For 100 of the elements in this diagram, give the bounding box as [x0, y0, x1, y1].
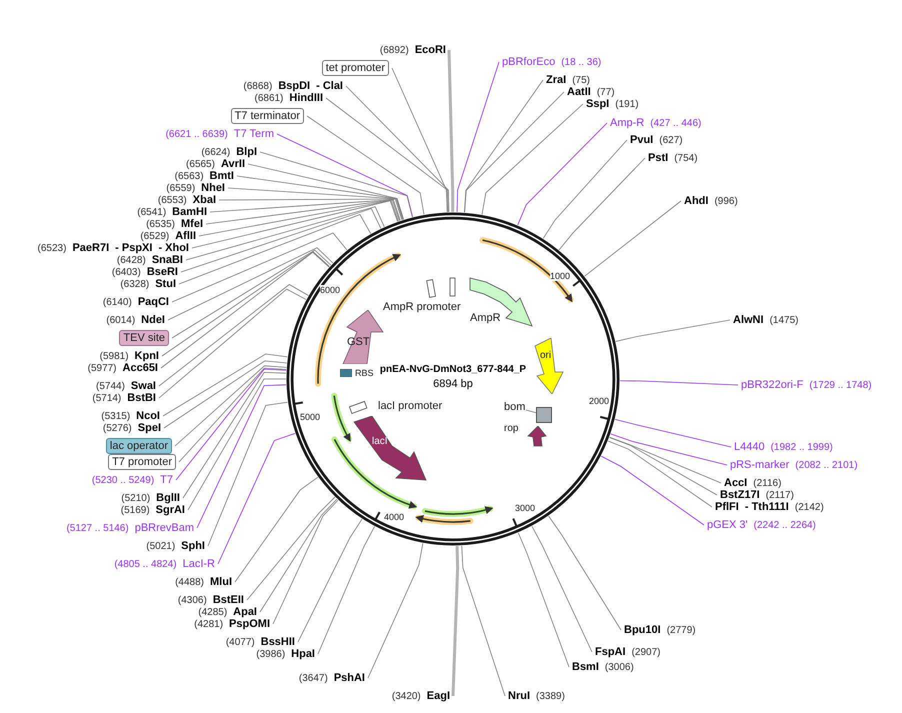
- leader-line: [532, 526, 592, 652]
- primer-range: (5230 .. 5249): [92, 474, 154, 488]
- cut-position: (754): [674, 152, 698, 166]
- primer-name: pBR322ori-F: [741, 378, 804, 393]
- leader-line: [600, 456, 704, 526]
- leader-line: [186, 206, 385, 260]
- enzyme-name: SphI: [181, 539, 205, 554]
- enzyme-name: PvuI: [630, 133, 654, 148]
- leader-line: [158, 284, 309, 386]
- leader-line: [234, 476, 318, 582]
- leader-line: [236, 176, 404, 220]
- primer-name: pBRforEco: [502, 55, 556, 70]
- cut-position: (6868): [243, 80, 272, 94]
- leader-line: [452, 546, 460, 696]
- leader-line: [518, 532, 570, 668]
- enzyme-name: AhdI: [684, 194, 708, 209]
- enzyme-name: - ClaI: [316, 79, 343, 93]
- leader-line: [368, 542, 424, 678]
- tick-label: 4000: [384, 512, 404, 522]
- leader-line: [614, 419, 732, 448]
- cut-position: (5021): [146, 540, 176, 554]
- leader-line: [456, 62, 500, 212]
- cut-position: (6565): [186, 158, 215, 171]
- cut-position: (5977): [88, 362, 117, 376]
- feature-callout: TEV site: [119, 330, 169, 346]
- leader-line: [558, 158, 646, 250]
- tick-label: 6000: [320, 285, 340, 295]
- feature-callout: tet promoter: [322, 60, 389, 76]
- enzyme-name: AflII: [175, 230, 196, 243]
- cut-position: (6563): [174, 170, 204, 183]
- leader-line: [461, 545, 506, 696]
- feature-label: AmpR: [470, 312, 501, 325]
- feature-callout: lac operator: [106, 438, 172, 454]
- cut-position: (3986): [256, 648, 286, 662]
- enzyme-name: BglII: [156, 491, 180, 505]
- feature-label: lacI promoter: [378, 399, 442, 413]
- cut-position: (5210): [121, 492, 150, 506]
- leader-line: [228, 188, 404, 220]
- feature-callout: T7 promoter: [108, 454, 176, 470]
- enzyme-name: ApaI: [233, 605, 257, 619]
- primer-range: (18 .. 36): [561, 56, 602, 70]
- leader-line: [482, 104, 584, 215]
- leader-line: [448, 50, 454, 212]
- enzyme-name: AlwNI: [733, 313, 764, 328]
- leader-line: [162, 354, 288, 416]
- primer-name: T7 Term: [234, 127, 274, 142]
- tick-label: 2000: [588, 396, 610, 406]
- primer-name: pRS-marker: [730, 458, 790, 473]
- enzyme-name: MluI: [210, 575, 232, 590]
- primer-name: LacI-R: [182, 557, 215, 572]
- enzyme-name: BseRI: [146, 265, 178, 279]
- enzyme-name: HindIII: [289, 92, 323, 106]
- enzyme-name: AccI: [724, 476, 748, 490]
- tick-label: 1000: [550, 271, 570, 281]
- leader-line: [306, 116, 424, 215]
- cut-position: (191): [615, 98, 639, 112]
- cut-position: (2116): [753, 477, 782, 490]
- cut-position: (5981): [100, 350, 129, 363]
- cut-position: (6541): [137, 206, 166, 220]
- cut-position: (3389): [536, 690, 565, 704]
- leader-line: [158, 288, 306, 398]
- leader-line: [178, 368, 287, 462]
- feature-label: RBS: [355, 367, 374, 380]
- leader-line: [174, 365, 287, 446]
- leader-line: [346, 86, 450, 212]
- feature-label: bom: [504, 400, 526, 414]
- leader-line: [542, 140, 628, 239]
- enzyme-name: BstZ17I: [720, 488, 760, 502]
- plasmid-name: pnEA-NvG-DmNot3_677-844_P: [380, 364, 526, 376]
- bom-feature-box: [536, 407, 552, 423]
- enzyme-name: HpaI: [291, 647, 315, 662]
- primer-name: L4440: [734, 440, 765, 455]
- primer-range: (2242 .. 2264): [754, 519, 816, 533]
- tick-label: 3000: [514, 503, 536, 513]
- cut-position: (1475): [770, 314, 798, 328]
- cut-position: (4077): [226, 636, 255, 650]
- leader-line: [192, 200, 398, 248]
- primer-name: Amp-R: [610, 116, 644, 131]
- leader-line: [548, 516, 622, 630]
- leader-line: [168, 247, 334, 320]
- cut-position: (6403): [112, 266, 141, 280]
- enzyme-name: PspOMI: [229, 618, 270, 632]
- cut-position: (6014): [106, 314, 136, 328]
- enzyme-name: PflFI: [715, 500, 739, 515]
- leader-line: [178, 214, 372, 284]
- leader-line: [608, 440, 712, 508]
- cut-position: (77): [596, 86, 615, 99]
- leader-line: [208, 402, 288, 546]
- primer-range: (427 .. 446): [650, 117, 702, 131]
- enzyme-name: NdeI: [141, 313, 165, 328]
- cut-position: (6553): [158, 194, 187, 207]
- enzyme-name: BstBI: [127, 391, 156, 406]
- cut-position: (75): [572, 74, 590, 87]
- leader-line: [176, 368, 287, 480]
- cut-position: (4306): [178, 594, 207, 608]
- cut-position: (5169): [120, 504, 150, 518]
- leader-line: [164, 360, 288, 428]
- enzyme-name: KpnI: [134, 349, 159, 363]
- primer-range: (4805 .. 4824): [114, 558, 177, 572]
- cut-position: (6140): [102, 296, 132, 310]
